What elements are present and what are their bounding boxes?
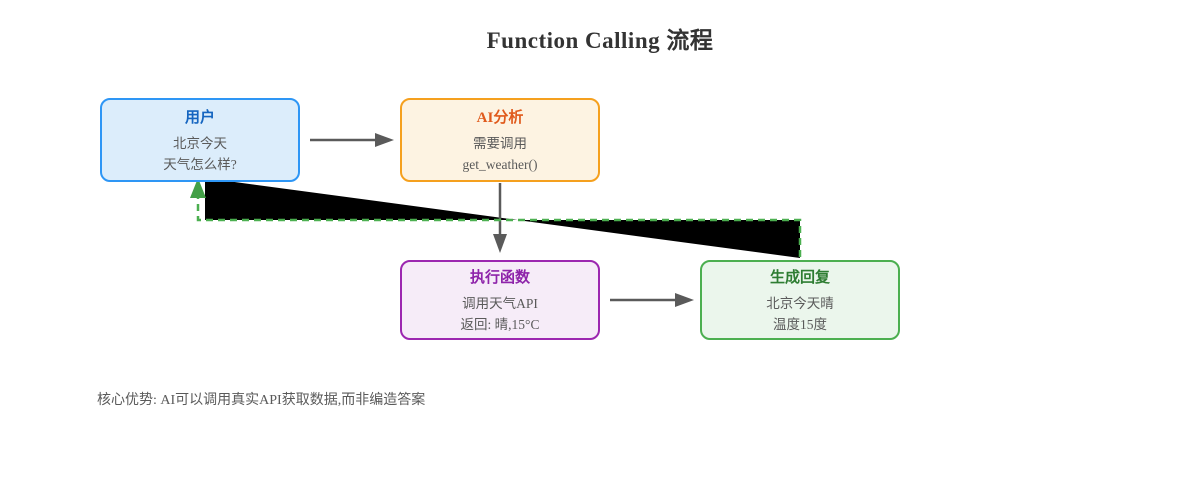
node-ai-analysis-title: AI分析 [476, 109, 524, 126]
arrow-ai-to-execute [493, 183, 507, 253]
node-user-title: 用户 [184, 109, 215, 126]
page-title: Function Calling 流程 [486, 28, 714, 53]
core-advantage-note: 核心优势: AI可以调用真实API获取数据,而非编造答案 [97, 393, 426, 408]
node-generate-reply-line-1: 北京今天晴 [766, 295, 834, 311]
node-execute-function-line-2: 返回: 晴,15°C [460, 316, 540, 332]
node-generate-reply-line-2: 温度15度 [773, 316, 827, 332]
node-execute-function-title: 执行函数 [469, 269, 530, 286]
feedback-arrow-reply-to-user [190, 178, 802, 257]
feedback-dashed-path [196, 197, 802, 257]
node-generate-reply: 生成回复 北京今天晴 温度15度 [700, 260, 900, 340]
node-user-line-2: 天气怎么样? [163, 156, 237, 172]
node-ai-analysis: AI分析 需要调用 get_weather() [400, 98, 600, 182]
arrowhead-down-icon [493, 234, 507, 253]
arrow-user-to-ai [310, 133, 394, 147]
node-execute-function: 执行函数 调用天气API 返回: 晴,15°C [400, 260, 600, 340]
arrowhead-up-icon [190, 178, 206, 198]
node-user-line-1: 北京今天 [173, 135, 227, 151]
arrowhead-right-icon [675, 293, 694, 307]
feedback-ribbon-artifact [205, 178, 800, 258]
arrowhead-right-icon [375, 133, 394, 147]
arrow-execute-to-reply [610, 293, 694, 307]
node-ai-analysis-line-1: 需要调用 [473, 135, 527, 151]
node-generate-reply-title: 生成回复 [769, 269, 830, 286]
node-user: 用户 北京今天 天气怎么样? [100, 98, 300, 182]
node-execute-function-line-1: 调用天气API [462, 295, 538, 311]
node-ai-analysis-line-2: get_weather() [462, 156, 538, 172]
